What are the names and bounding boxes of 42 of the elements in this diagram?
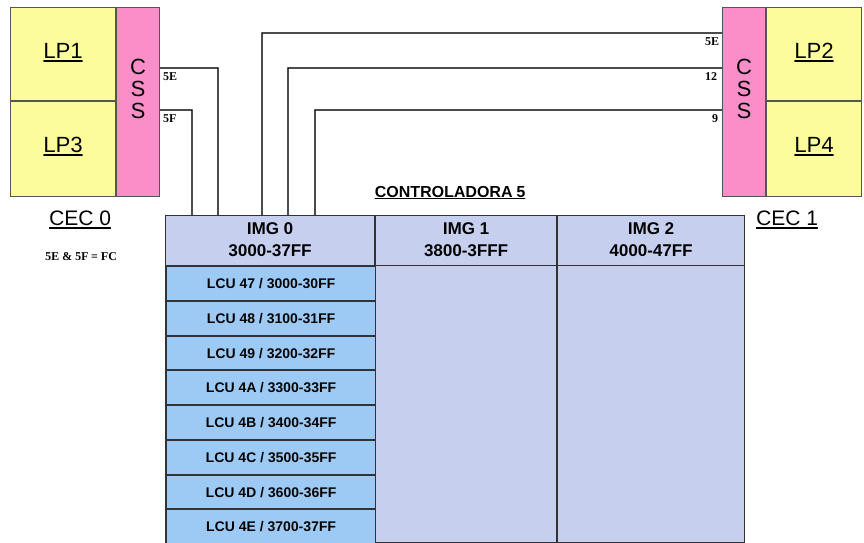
edge-label: 9 — [711, 112, 719, 124]
css-box — [116, 7, 160, 197]
column-header-text: IMG 0 — [246, 219, 294, 239]
connector-line — [314, 109, 722, 215]
css-label: C S S — [129, 56, 147, 122]
lcu-cell: LCU 49 / 3200-32FF — [166, 336, 376, 370]
edge-label: 5E — [704, 35, 720, 47]
image-column — [165, 215, 375, 543]
image-column — [557, 215, 745, 543]
column-header-text: IMG 1 — [442, 219, 490, 239]
lcu-cell: LCU 47 / 3000-30FF — [166, 266, 376, 301]
lcu-cell: LCU 4C / 3500-35FF — [166, 440, 376, 474]
partition-label: LP3 — [42, 132, 84, 158]
partition-label: LP1 — [42, 38, 84, 64]
connector-line — [160, 109, 193, 215]
table-title: CONTROLADORA 5 — [374, 184, 526, 202]
partition-box — [766, 7, 862, 101]
column-header-text: IMG 2 — [626, 219, 676, 239]
group-title: CEC 0 — [48, 207, 112, 231]
lcu-cell: LCU 4E / 3700-37FF — [166, 509, 376, 543]
image-column — [375, 215, 557, 543]
connector-line — [160, 67, 219, 215]
edge-label: 5F — [162, 112, 178, 124]
edge-label: 5E — [162, 70, 178, 82]
lcu-cell: LCU 4B / 3400-34FF — [166, 405, 376, 440]
connector-line — [261, 32, 722, 215]
column-header-text: 3800-3FFF — [422, 241, 510, 261]
css-box — [722, 7, 766, 197]
lcu-cell: LCU 48 / 3100-31FF — [166, 300, 376, 336]
column-header-text: 3000-37FF — [227, 241, 313, 261]
css-label: C S S — [735, 56, 753, 122]
partition-box — [766, 101, 862, 197]
lcu-cell: LCU 4D / 3600-36FF — [166, 474, 376, 510]
partition-box — [10, 7, 116, 101]
partition-label: LP2 — [793, 38, 835, 64]
column-header-text: 4000-47FF — [608, 241, 694, 261]
partition-label: LP4 — [793, 132, 835, 158]
edge-label: 12 — [704, 70, 718, 82]
connector-line — [287, 67, 722, 215]
group-title: CEC 1 — [755, 207, 819, 231]
lcu-cell: LCU 4A / 3300-33FF — [166, 370, 376, 405]
partition-box — [10, 101, 116, 197]
